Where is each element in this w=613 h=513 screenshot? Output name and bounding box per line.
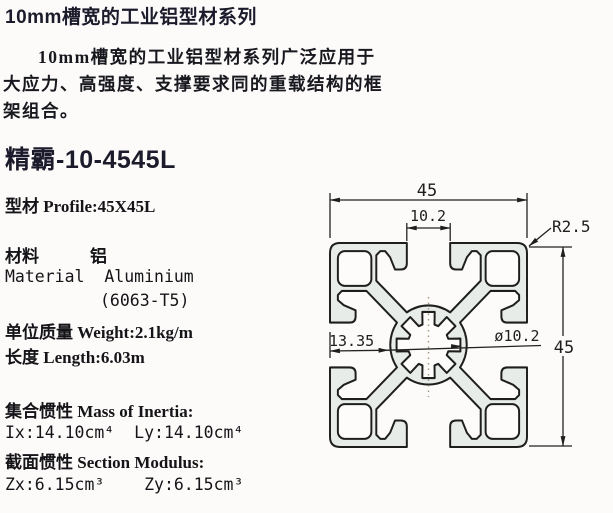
dim-label-height-mask (551, 336, 576, 356)
spec-inertia-label: 集合惯性 Mass of Inertia: (5, 402, 194, 421)
intro-paragraph: 10mm槽宽的工业铝型材系列广泛应用于大应力、高强度、支撑要求同的重载结构的框架… (3, 47, 383, 121)
dim-label-height: 45 (554, 338, 574, 358)
spec-length: 长度 Length:6.03m (5, 348, 145, 367)
spec-weight: 单位质量 Weight:2.1kg/m (5, 323, 193, 342)
spec-inertia-values: Ix:14.10cm⁴ Ly:14.10cm⁴ (5, 423, 244, 442)
profile-drawing: 45 10.2 R2.5 45 13.35 ø10.2 (329, 181, 591, 449)
dim-label-corner-radius: R2.5 (552, 217, 591, 236)
page-title: 10mm槽宽的工业铝型材系列 (5, 7, 257, 28)
spec-modulus-label: 截面惯性 Section Modulus: (5, 453, 205, 472)
leader-corner-radius (528, 227, 552, 247)
product-name: 精霸-10-4545L (5, 146, 176, 174)
dim-label-width: 45 (417, 181, 437, 201)
center-bore-gear (395, 310, 462, 380)
dim-label-slot: 10.2 (410, 207, 446, 225)
corner-hole-top-left (336, 250, 373, 287)
spec-material-cn: 材料 铝 (5, 247, 107, 266)
corner-hole-bottom-left (336, 403, 373, 440)
dim-line-offset (329, 347, 390, 354)
corner-hole-bottom-right (484, 403, 521, 440)
leader-bore (388, 344, 542, 351)
spec-material-temper: (6063-T5) (100, 291, 190, 310)
spec-modulus-values: Zx:6.15cm³ Zy:6.15cm³ (5, 475, 244, 494)
corner-hole-top-right (484, 250, 521, 287)
dim-label-offset: 13.35 (329, 332, 374, 350)
spec-material-en: Material Aluminium (5, 267, 194, 286)
spec-profile: 型材 Profile:45X45L (5, 197, 156, 216)
dim-label-bore: ø10.2 (494, 327, 539, 345)
